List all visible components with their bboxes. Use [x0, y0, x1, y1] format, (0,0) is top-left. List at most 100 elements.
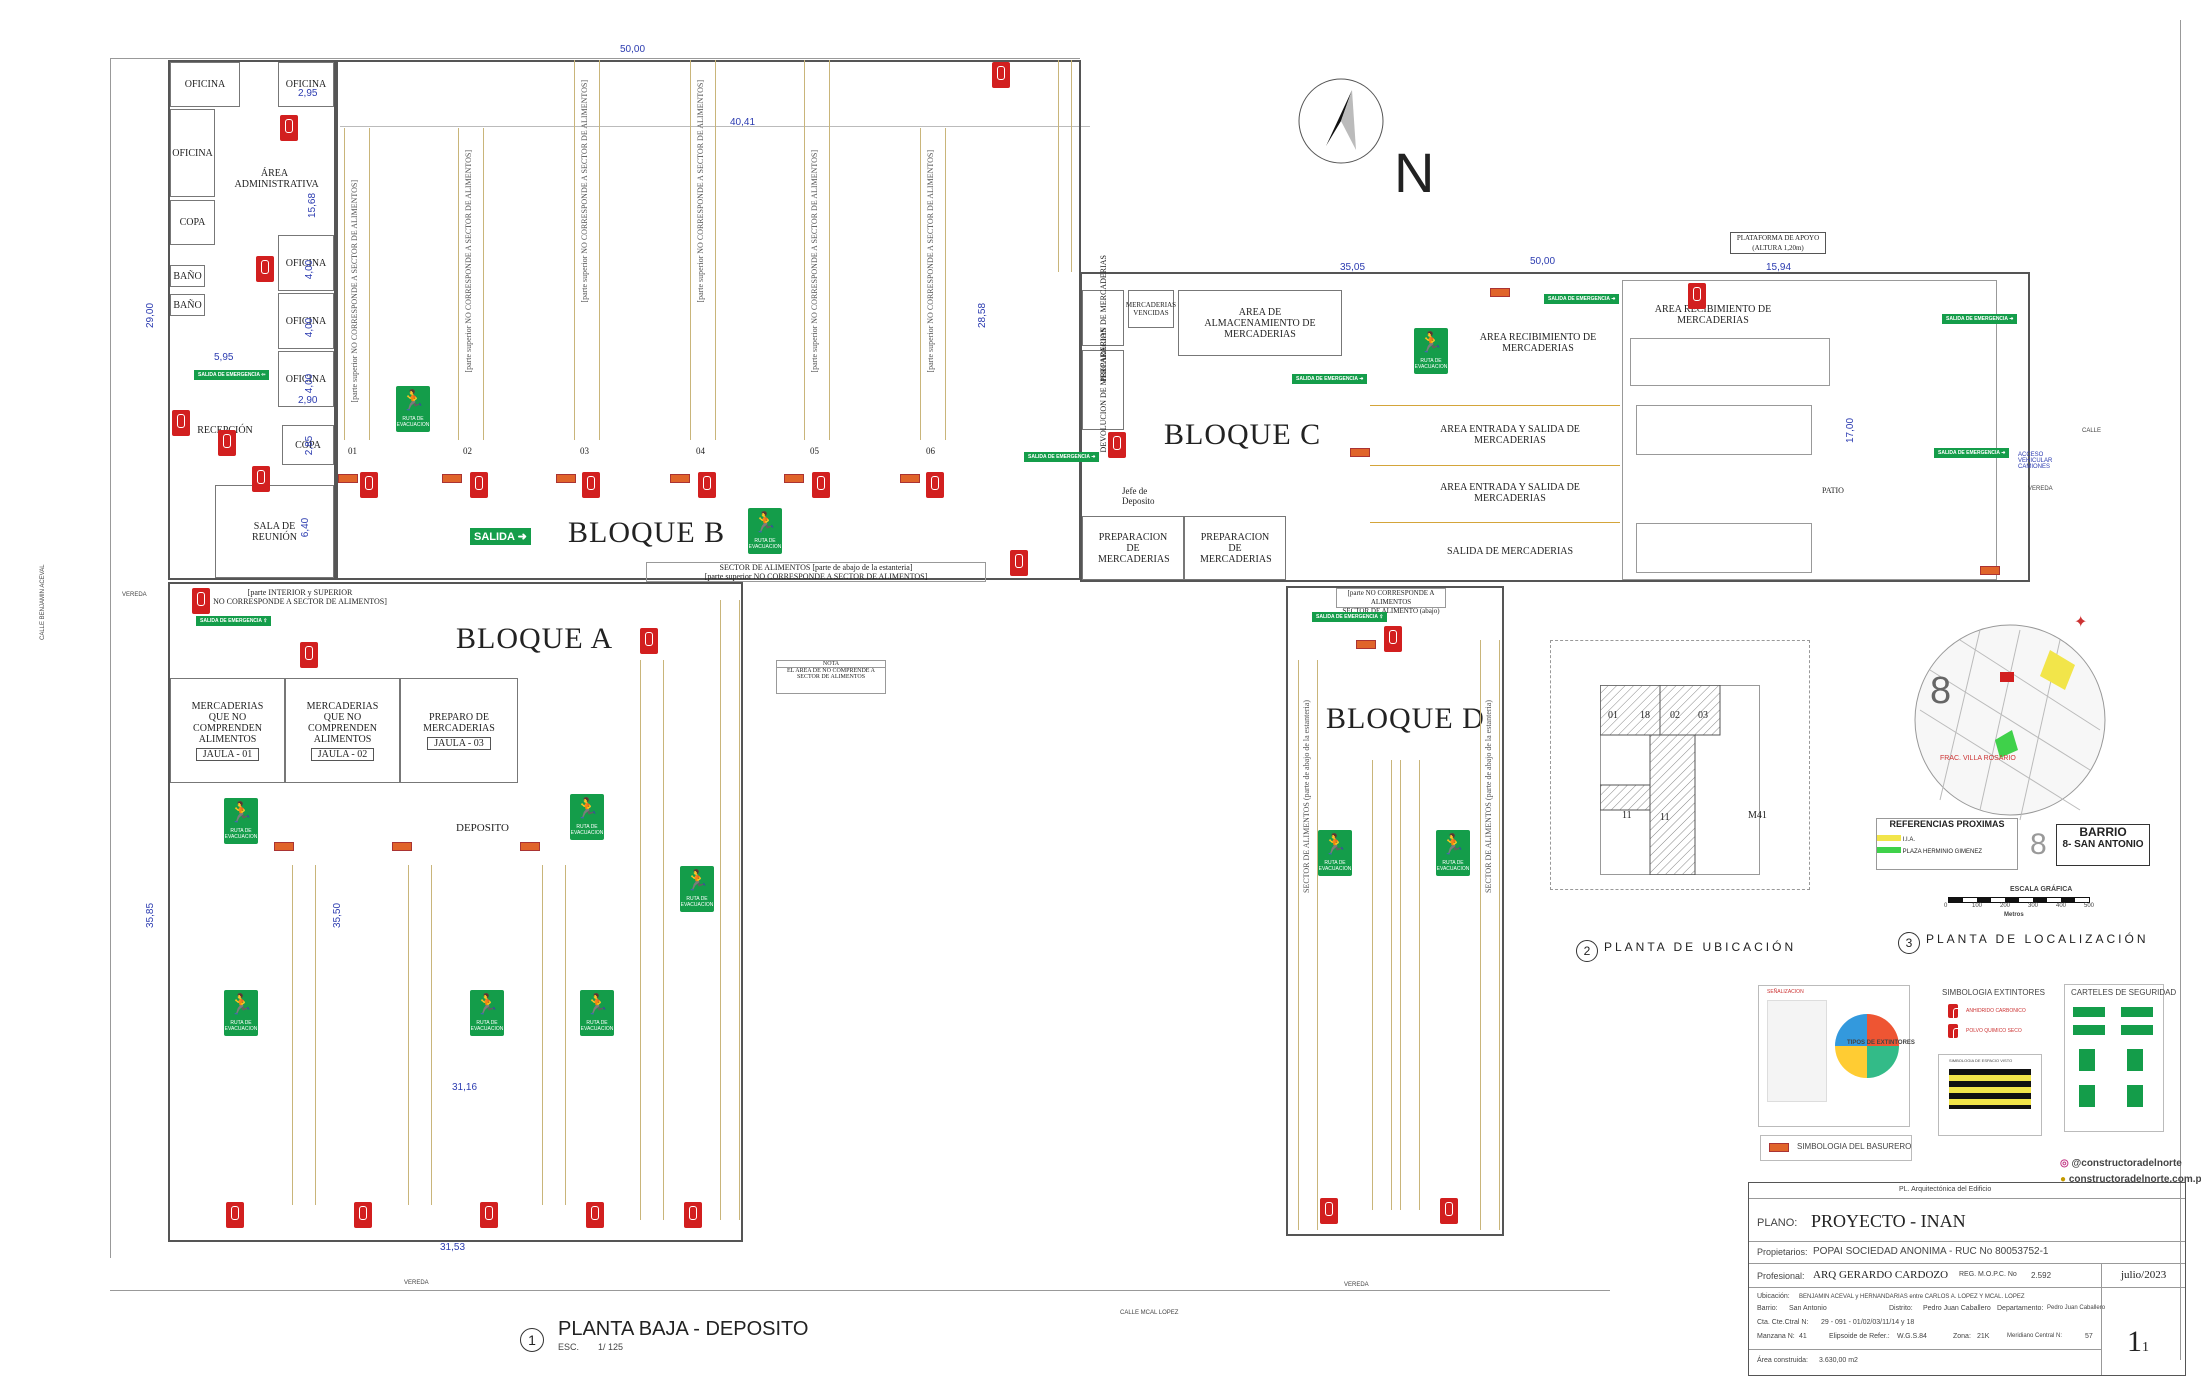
room-label: PREPARACION DE MERCADERIAS: [1098, 531, 1170, 565]
bloque-a-zone: [168, 582, 743, 1242]
room-jefe: Jefe de Deposito: [1122, 486, 1155, 506]
scale-tick-2: 200: [2000, 903, 2011, 909]
extinguisher-icon: [300, 642, 318, 668]
tb-vline: [2101, 1263, 2102, 1375]
nota-box: NOTA EL AREA DE NO COMPRENDE A SECTOR DE…: [776, 660, 886, 694]
truck-2: [1636, 405, 1812, 455]
room-plataforma: PLATAFORMA DE APOYO (ALTURA 1,20m): [1730, 232, 1826, 254]
dim-bottom: 31,53: [440, 1242, 466, 1253]
dim-c-right: 15,94: [1766, 262, 1792, 273]
tb-zona-label: Zona:: [1953, 1333, 1971, 1340]
tb-reg: 2.592: [2031, 1271, 2052, 1280]
extinguisher-icon: [1010, 550, 1028, 576]
note-inferior: [parte INTERIOR y SUPERIOR NO CORRESPOND…: [200, 588, 400, 608]
dim-c-left: 35,05: [1340, 262, 1366, 273]
room-label: PLATAFORMA DE APOYO (ALTURA 1,20m): [1736, 234, 1820, 252]
extinguisher-icon: [1384, 626, 1402, 652]
scale-tick-0: 0: [1944, 903, 1948, 909]
patio-zone: [1622, 280, 1997, 580]
dim-lower-height: 35,85: [145, 902, 157, 929]
room-recibimiento-1: AREA RECIBIMIENTO DE MERCADERIAS: [1478, 318, 1598, 368]
nota-body: EL AREA DE NO COMPRENDE A SECTOR DE ALIM…: [787, 668, 875, 680]
evacuation-route-icon: 🏃RUTA DE EVACUACION: [1436, 830, 1470, 876]
sign-label: SALIDA DE EMERGENCIA: [1946, 316, 2008, 322]
shelf-label-b6: [parte superior NO CORRESPONDE A SECTOR …: [926, 150, 935, 373]
extinguisher-powder-icon: [1948, 1024, 1961, 1042]
room-jaula-2: MERCADERIAS QUE NO COMPRENDEN ALIMENTOS …: [285, 678, 400, 783]
lane-2: [1370, 465, 1620, 466]
sign-label: SALIDA: [474, 531, 515, 543]
room-label: BAÑO: [173, 270, 202, 282]
tb-plano-label: PLANO:: [1757, 1217, 1798, 1229]
tb-cta-label: Cta. Cte.Ctral N:: [1757, 1319, 1809, 1326]
bin-icon: [1490, 288, 1510, 297]
shelf-a-5: [720, 600, 740, 1220]
lot-18: 18: [1640, 710, 1650, 721]
sign-label: RUTA DE EVACUACION: [1436, 860, 1470, 872]
room-salida-merc: SALIDA DE MERCADERIAS: [1440, 538, 1580, 564]
emergency-exit-sign: SALIDA DE EMERGENCIA ➜: [1942, 314, 2018, 324]
room-label: OFICINA: [285, 79, 327, 90]
bin-icon: [338, 474, 358, 483]
room-label: SALIDA DE MERCADERIAS: [1446, 545, 1574, 557]
exit-sign-icon: [2073, 1025, 2105, 1035]
tb-area-label: Área construida:: [1757, 1357, 1808, 1364]
room-label: SALA DE REUNIÓN: [252, 520, 297, 543]
room-area-admin: ÁREA ADMINISTRATIVA: [215, 109, 334, 249]
sign-label: RUTA DE EVACUACION: [1318, 860, 1352, 872]
evacuation-route-icon: 🏃RUTA DE EVACUACION: [470, 990, 504, 1036]
salida-sign: SALIDA ➜: [470, 528, 531, 545]
barrio-number: 8: [2030, 828, 2047, 861]
sign-label: SALIDA DE EMERGENCIA: [1938, 450, 2000, 456]
lot-02: 02: [1670, 710, 1680, 721]
label-bloque-c: BLOQUE C: [1164, 418, 1322, 451]
room-label: AREA ENTRADA Y SALIDA DE MERCADERIAS: [1440, 482, 1580, 504]
tb-reg-label: REG. M.O.P.C. No: [1959, 1271, 2017, 1278]
street-calle-right: CALLE: [2082, 428, 2102, 434]
bin-icon: [900, 474, 920, 483]
extinguisher-icon: [992, 62, 1010, 88]
evacuation-route-icon: 🏃RUTA DE EVACUACION: [570, 794, 604, 840]
jaula-label: JAULA - 02: [310, 747, 375, 761]
evacuation-route-icon: 🏃RUTA DE EVACUACION: [748, 508, 782, 554]
ig-text: @constructoradelnorte: [2071, 1158, 2182, 1169]
bin-icon: [1980, 566, 2000, 575]
evacuation-route-icon: 🏃RUTA DE EVACUACION: [580, 990, 614, 1036]
dim-copa-d: 2,85: [304, 435, 316, 456]
truck-1: [1630, 338, 1830, 386]
shelf-b-1: [344, 128, 370, 440]
shelf-d-4: [1480, 640, 1500, 1230]
view-scale-label: ESC.: [558, 1342, 580, 1352]
extinguisher-icon: [926, 472, 944, 498]
refs-box: REFERENCIAS PROXIMAS I.I.A. PLAZA HERMIN…: [1876, 818, 2018, 870]
evacuation-route-icon: 🏃RUTA DE EVACUACION: [224, 990, 258, 1036]
shelf-number-04: 04: [696, 446, 705, 456]
tb-manzana-label: Manzana N:: [1757, 1333, 1795, 1340]
sign-label: RUTA DE EVACUACION: [396, 416, 430, 428]
street-vereda-bottom-2: VEREDA: [1344, 1282, 1369, 1288]
room-label: MERCADERIAS VENCIDAS: [1125, 301, 1177, 317]
tb-ubicacion: BENJAMIN ACEVAL y HERNANDARIAS entre CAR…: [1799, 1294, 2025, 1300]
tb-line: [1749, 1241, 2185, 1242]
title-block: PL. Arquitectónica del Edificio PLANO: P…: [1748, 1182, 2186, 1376]
street-vereda-left: VEREDA: [122, 592, 147, 598]
room-label: MERCADERIAS QUE NO COMPRENDEN ALIMENTOS: [306, 700, 379, 745]
frame-top: [110, 58, 1080, 59]
room-oficina-2: OFICINA: [278, 62, 334, 107]
note-sector-alimentos: SECTOR DE ALIMENTOS [parte de abajo de l…: [646, 562, 986, 582]
tb-elipsoide: W.G.S.84: [1897, 1333, 1927, 1340]
room-entrada-salida-1: AREA ENTRADA Y SALIDA DE MERCADERIAS: [1440, 420, 1580, 450]
view-number-1: 1: [520, 1328, 544, 1352]
extinguisher-icon: [812, 472, 830, 498]
instagram-handle: ◎ @constructoradelnorte: [2060, 1158, 2182, 1169]
extinguisher-icon: [360, 472, 378, 498]
extinguisher-icon: [586, 1202, 604, 1228]
room-label: COPA: [179, 217, 206, 228]
legend-carteles: CARTELES DE SEGURIDAD: [2064, 984, 2176, 1132]
tb-line: [1749, 1198, 2185, 1199]
shelf-label-b3: [parte superior NO CORRESPONDE A SECTOR …: [580, 80, 589, 303]
shelf-label-b1: [parte superior NO CORRESPONDE A SECTOR …: [350, 180, 359, 403]
extinguisher-icon: [172, 410, 190, 436]
sign-label: RUTA DE EVACUACION: [680, 896, 714, 908]
